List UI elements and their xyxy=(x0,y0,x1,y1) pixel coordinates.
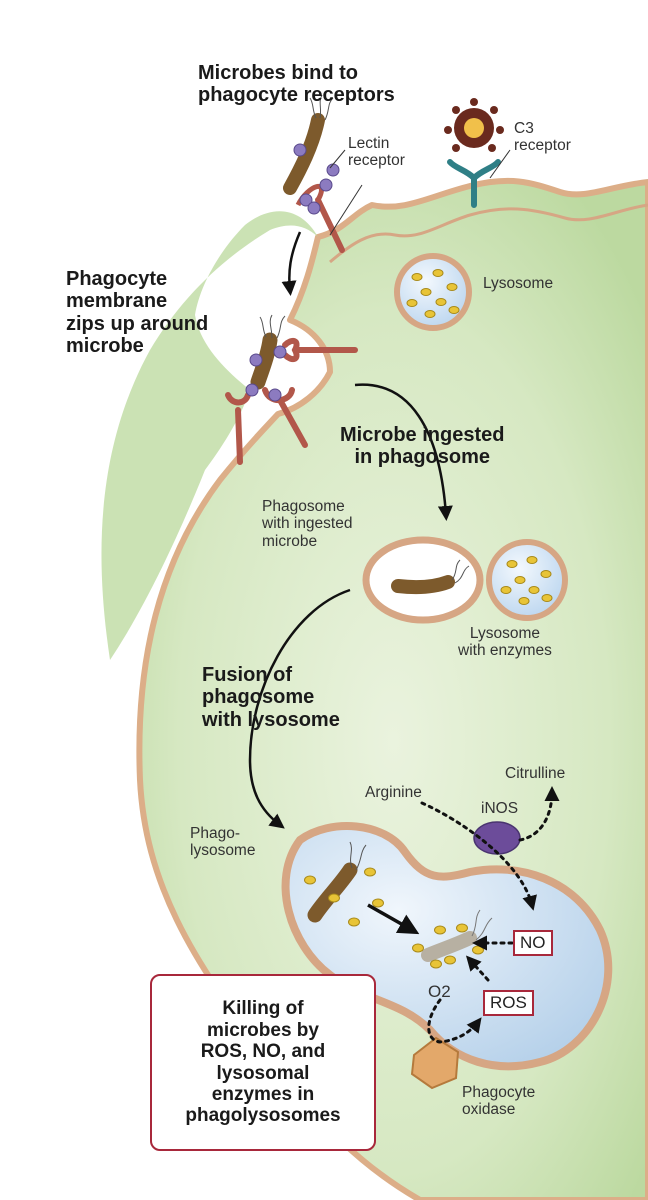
label-o2: O2 xyxy=(428,982,451,1001)
label-microbes-bind: Microbes bind to phagocyte receptors xyxy=(198,62,395,107)
phagosome xyxy=(362,536,484,624)
killing-summary-text: Killing of microbes by ROS, NO, and lyso… xyxy=(185,998,341,1127)
phagocyte-oxidase xyxy=(410,1036,460,1090)
killing-summary-box: Killing of microbes by ROS, NO, and lyso… xyxy=(150,974,376,1151)
label-phagolysosome: Phago- lysosome xyxy=(190,825,256,860)
ros-tag: ROS xyxy=(483,990,534,1016)
label-arginine: Arginine xyxy=(365,784,422,801)
zipping-microbe xyxy=(225,314,358,465)
lysosome-with-enzymes xyxy=(486,539,568,621)
no-tag: NO xyxy=(513,930,553,956)
label-lysosome: Lysosome xyxy=(483,275,554,292)
c3-receptor xyxy=(444,98,504,208)
label-lysosome-enzymes: Lysosome with enzymes xyxy=(458,625,552,660)
label-phagocyte-oxidase: Phagocyte oxidase xyxy=(462,1084,536,1119)
label-fusion: Fusion of phagosome with lysosome xyxy=(202,664,340,731)
label-c3-receptor: C3 receptor xyxy=(514,120,571,155)
label-phagosome: Phagosome with ingested microbe xyxy=(262,498,353,550)
inos-enzyme xyxy=(473,821,521,855)
label-lectin-receptor: Lectin receptor xyxy=(348,135,405,170)
lectin-receptor-microbe xyxy=(283,94,345,253)
phagocyte-pseudopod xyxy=(101,211,318,660)
label-inos: iNOS xyxy=(481,800,519,817)
label-microbe-ingested: Microbe ingested in phagosome xyxy=(340,424,505,469)
lysosome-top xyxy=(394,253,472,331)
label-citrulline: Citrulline xyxy=(505,765,566,782)
label-membrane-zips: Phagocyte membrane zips up around microb… xyxy=(66,268,209,358)
